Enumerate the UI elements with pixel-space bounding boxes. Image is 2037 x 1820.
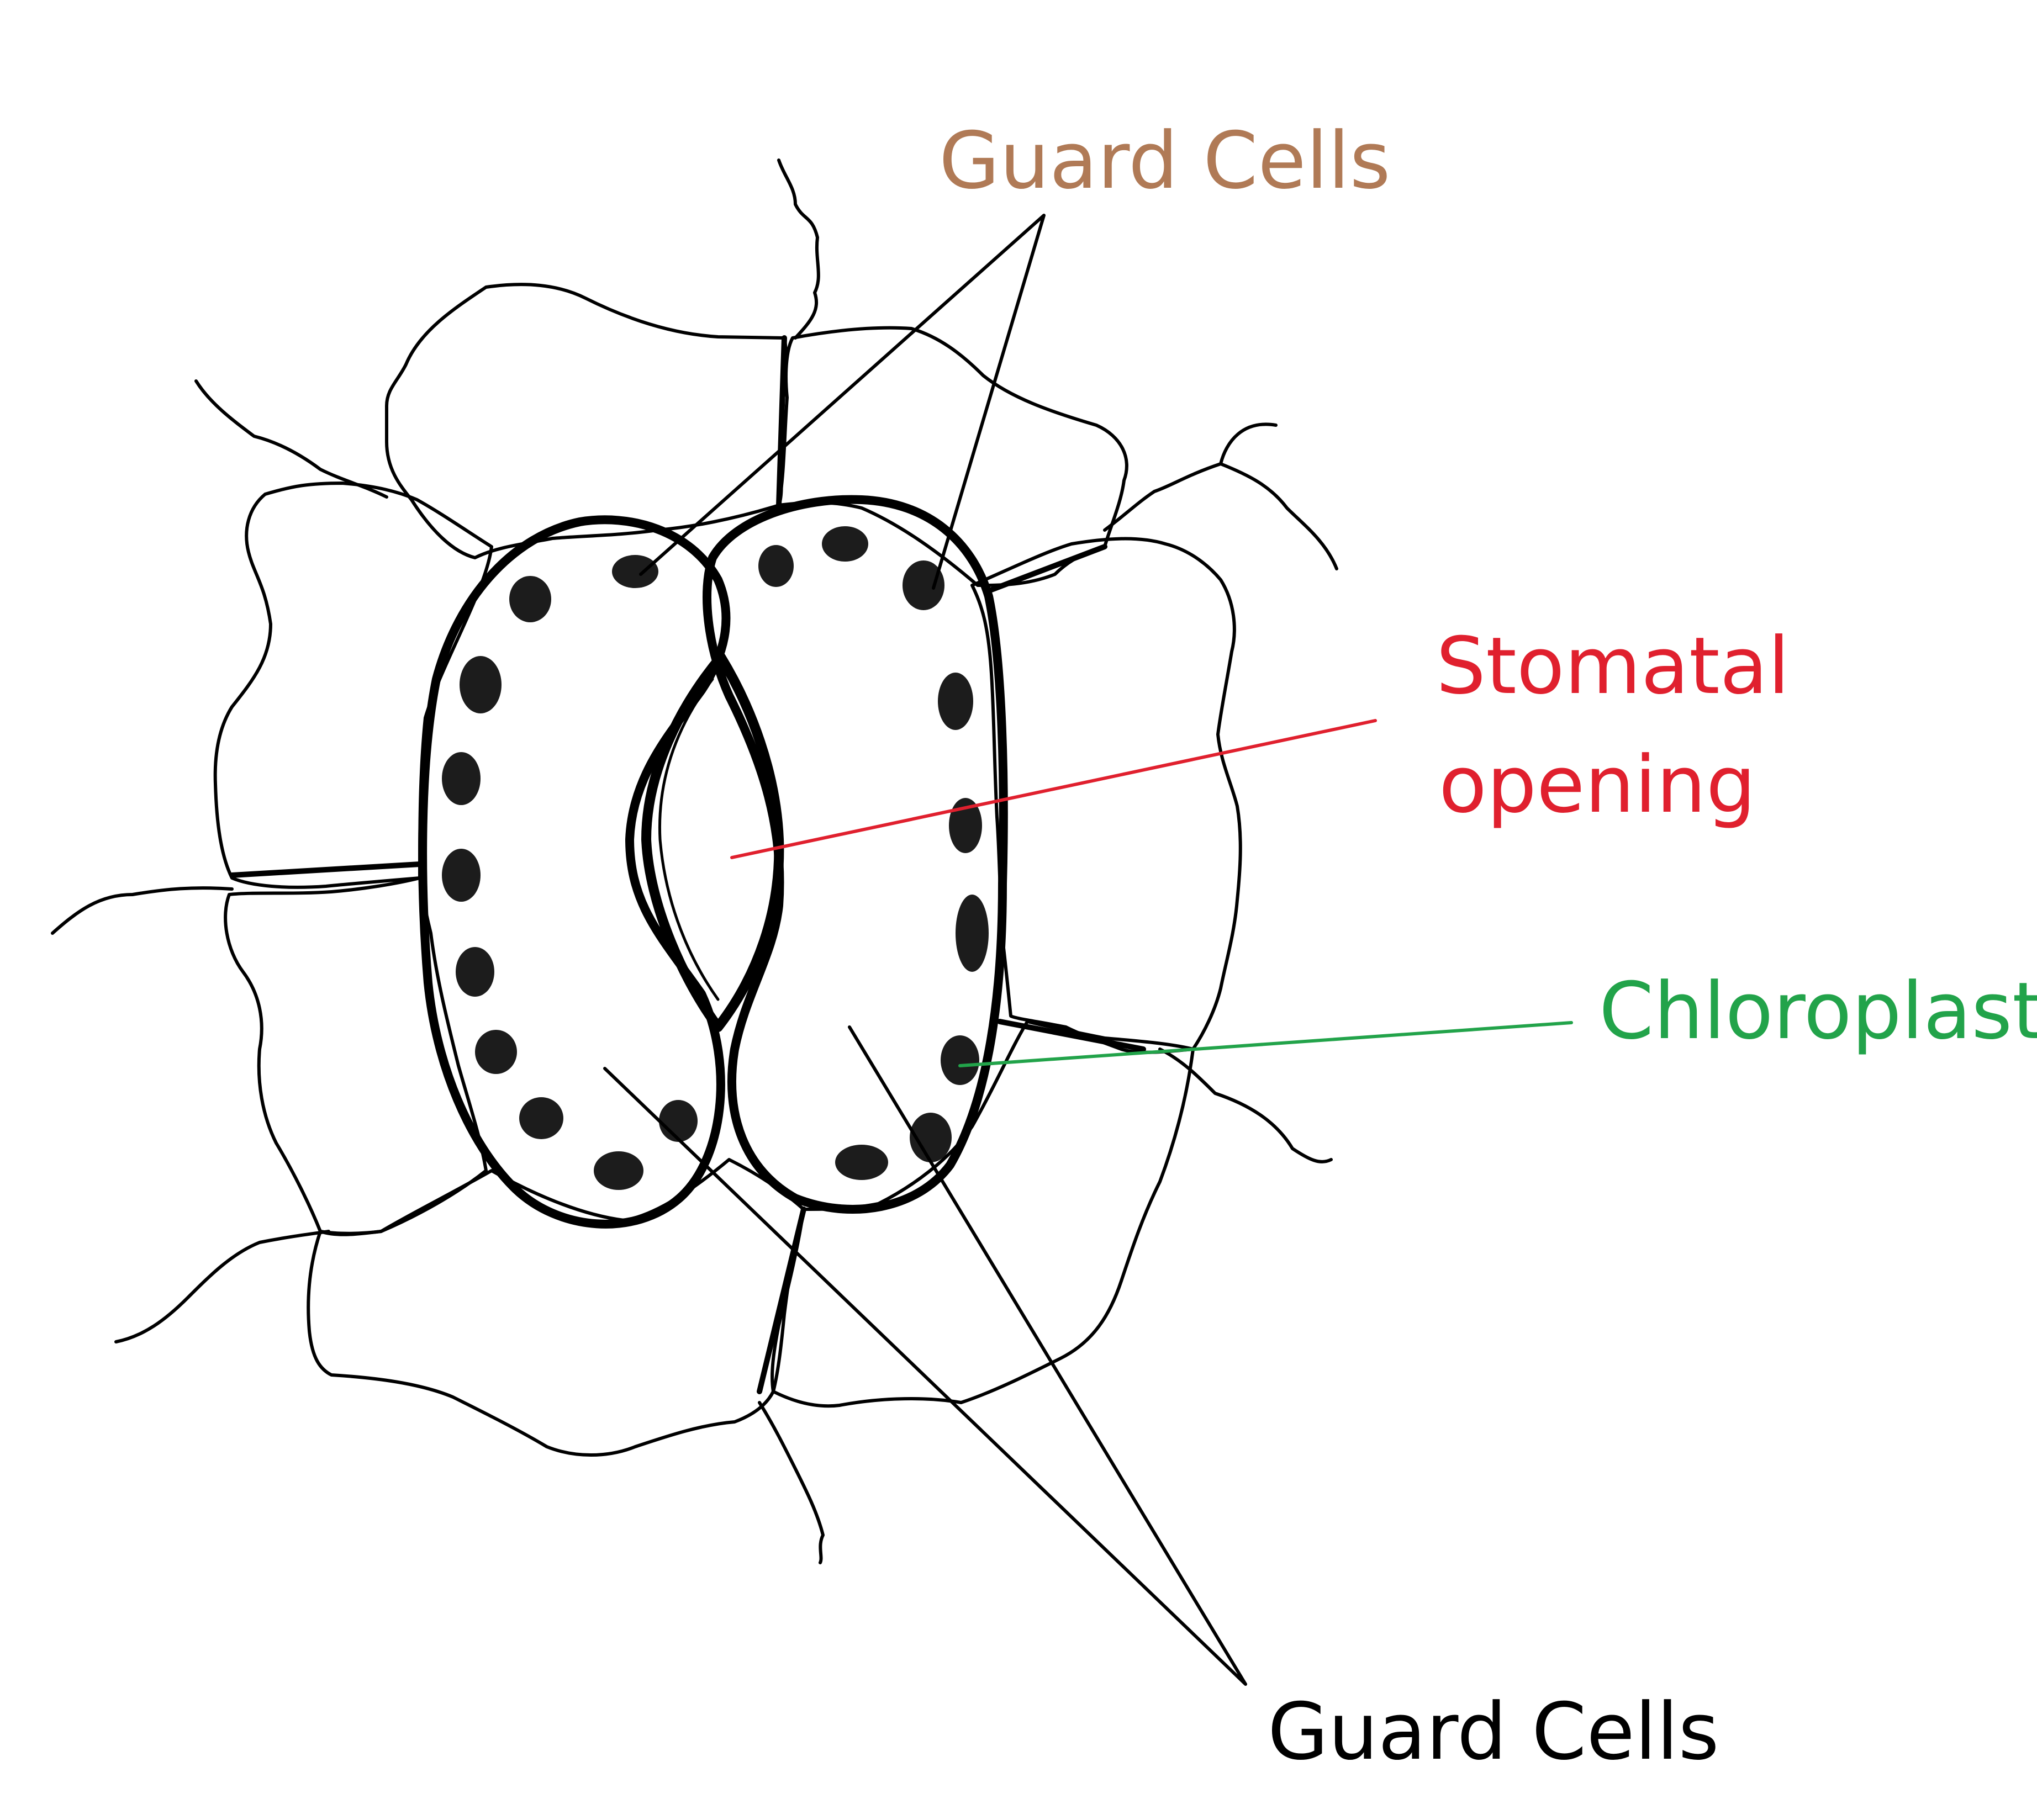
chloroplast bbox=[442, 849, 481, 902]
epidermal-cells bbox=[51, 158, 1338, 1564]
wall-line-top bbox=[777, 158, 820, 340]
guard-cells bbox=[418, 495, 1008, 1229]
wall-line-upper-left bbox=[194, 379, 388, 499]
wall-junction-bottom bbox=[757, 1207, 806, 1394]
guard-cell-left bbox=[418, 515, 731, 1229]
chloroplast-label: Chloroplast bbox=[1599, 966, 2037, 1057]
chloroplast bbox=[835, 1145, 888, 1180]
guard-cells-bottom-leader bbox=[603, 1025, 1247, 1686]
chloroplast bbox=[475, 1030, 517, 1074]
chloroplast bbox=[612, 555, 658, 588]
stomatal-opening-leader bbox=[730, 719, 1377, 859]
stomatal-opening-label-line2: opening bbox=[1439, 739, 1756, 830]
wall-line-left bbox=[51, 886, 234, 935]
chloroplast bbox=[442, 752, 481, 805]
chloroplasts bbox=[442, 526, 989, 1190]
stomatal-opening-label-line1: Stomatal bbox=[1436, 621, 1790, 712]
chloroplast bbox=[519, 1097, 563, 1139]
epidermal-cell-lower-left bbox=[224, 876, 488, 1236]
chloroplast-leader bbox=[958, 1021, 1573, 1067]
wall-line-right bbox=[1158, 1047, 1333, 1163]
wall-junction-right-lower bbox=[997, 1019, 1146, 1052]
guard-cells-top-leader bbox=[639, 214, 1046, 590]
epidermal-cell-bottom-left bbox=[307, 1158, 805, 1457]
stomatal-pore-inner-ring bbox=[658, 678, 720, 1001]
chloroplast bbox=[941, 1035, 979, 1085]
chloroplast bbox=[460, 656, 502, 713]
wall-junction-top bbox=[776, 335, 787, 508]
wall-line-lower-left bbox=[114, 1230, 330, 1343]
guard-cells-top-label: Guard Cells bbox=[939, 115, 1391, 207]
wall-line-bottom bbox=[758, 1401, 825, 1564]
wall-junction-left bbox=[229, 861, 423, 878]
chloroplast bbox=[758, 545, 794, 587]
stomatal-pore bbox=[641, 652, 784, 1032]
wall-line-upper-right bbox=[1103, 422, 1338, 570]
chloroplast bbox=[659, 1100, 698, 1142]
epidermal-cell-bottom-right bbox=[771, 1020, 1195, 1408]
epidermal-cell-right bbox=[970, 537, 1242, 1054]
chloroplast bbox=[903, 560, 944, 610]
chloroplast bbox=[949, 798, 982, 853]
chloroplast bbox=[938, 673, 973, 730]
chloroplast bbox=[822, 526, 868, 562]
chloroplast bbox=[910, 1113, 952, 1162]
epidermal-cell-left bbox=[213, 482, 493, 889]
chloroplast bbox=[509, 576, 551, 622]
cell-wall-junctions bbox=[229, 335, 1146, 1394]
chloroplast bbox=[594, 1151, 643, 1190]
guard-cells-bottom-label: Guard Cells bbox=[1268, 1686, 1719, 1777]
epidermal-cell-top-right bbox=[777, 326, 1128, 587]
chloroplast bbox=[456, 947, 494, 997]
wall-junction-right-upper bbox=[986, 544, 1107, 594]
chloroplast bbox=[956, 895, 989, 972]
leader-lines bbox=[603, 214, 1573, 1686]
